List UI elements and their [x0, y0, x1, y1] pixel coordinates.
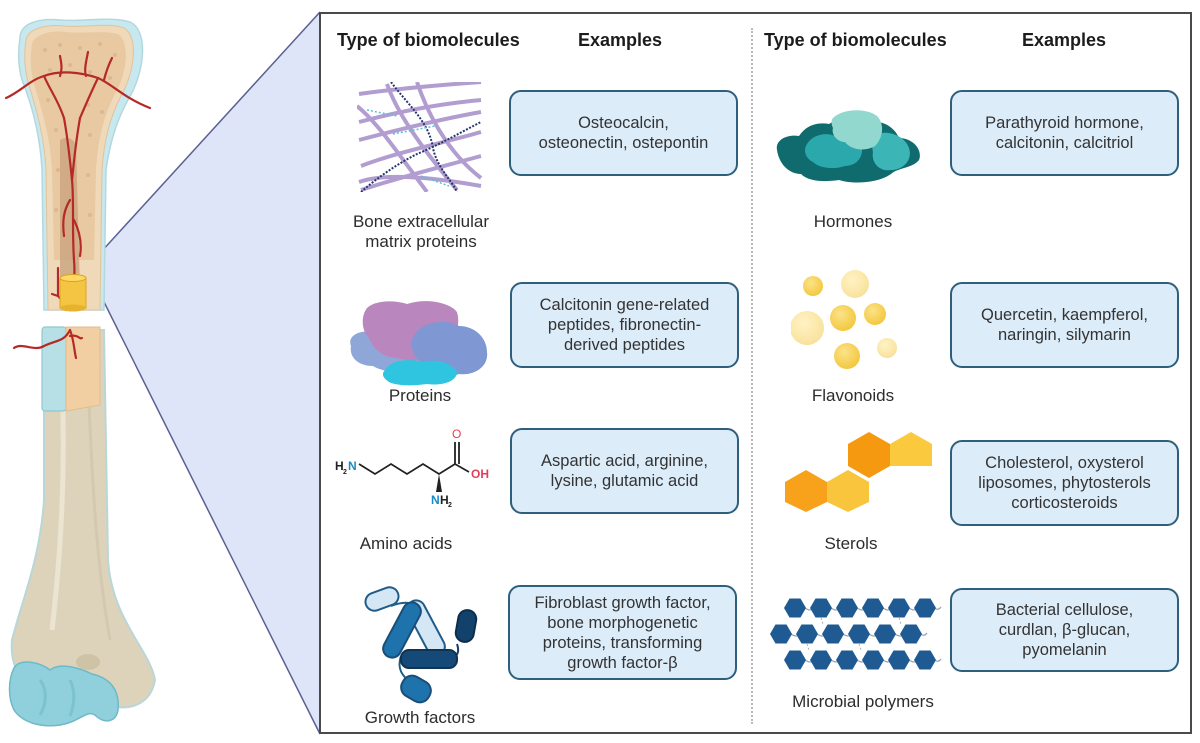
type-label-hormones: Hormones	[813, 212, 893, 231]
collagen-fibers-icon	[357, 82, 483, 192]
right-examples-header: Examples	[1022, 30, 1107, 50]
examples-box-amino-acids: Aspartic acid, arginine, lysine, glutami…	[510, 428, 739, 514]
biomolecule-panel: Type of biomolecules Examples Type of bi…	[319, 12, 1192, 734]
sugar-unit-hexagon	[874, 624, 896, 644]
chem-label-nh2: N	[431, 493, 440, 507]
sugar-unit-hexagon	[900, 624, 922, 644]
sugar-unit-hexagon	[770, 624, 792, 644]
type-label-amino-acids: Amino acids	[359, 534, 453, 553]
bone-sample-cylinder	[59, 274, 87, 312]
protein-complex-icon	[345, 296, 495, 386]
polysaccharide-chain-icon	[769, 594, 949, 674]
sugar-unit-hexagon	[914, 598, 936, 618]
sugar-unit-hexagon	[914, 650, 936, 670]
growth-factor-icon	[361, 586, 501, 706]
examples-box-growth-factors: Fibroblast growth factor, bone morphogen…	[508, 585, 737, 680]
sugar-unit-hexagon	[836, 598, 858, 618]
lysine-structure-icon: H 2 N O OH N H 2	[335, 428, 505, 508]
type-label-ecm-proteins: Bone extracellular matrix proteins	[352, 212, 490, 251]
right-type-header: Type of biomolecules	[764, 30, 947, 50]
type-label-proteins: Proteins	[388, 386, 452, 405]
svg-text:2: 2	[343, 469, 347, 476]
examples-box-hormones: Parathyroid hormone, calcitonin, calcitr…	[950, 90, 1179, 176]
sugar-unit-hexagon	[848, 624, 870, 644]
hormone-protein-icon	[773, 94, 929, 190]
bone-illustration	[4, 18, 157, 727]
svg-text:2: 2	[448, 502, 452, 508]
chem-label-o: O	[452, 428, 461, 441]
examples-box-microbial-polymers: Bacterial cellulose, curdlan, β-glucan, …	[950, 588, 1179, 672]
type-label-microbial-polymers: Microbial polymers	[792, 692, 934, 711]
chem-label-oh: OH	[471, 467, 489, 481]
sugar-unit-hexagon	[784, 598, 806, 618]
svg-text:H: H	[440, 493, 449, 507]
left-examples-header: Examples	[578, 30, 663, 50]
examples-box-ecm-proteins: Osteocalcin, osteonectin, ostepontin	[509, 90, 738, 176]
sugar-unit-hexagon	[888, 650, 910, 670]
sugar-unit-hexagon	[888, 598, 910, 618]
type-label-growth-factors: Growth factors	[364, 708, 476, 727]
distal-cartilage	[8, 661, 119, 727]
examples-box-sterols: Cholesterol, oxysterol liposomes, phytos…	[950, 440, 1179, 526]
sugar-unit-hexagon	[810, 598, 832, 618]
column-divider	[751, 28, 753, 724]
sugar-unit-hexagon	[822, 624, 844, 644]
type-label-sterols: Sterols	[824, 534, 878, 553]
left-type-header: Type of biomolecules	[337, 30, 520, 50]
sterol-rings-icon	[781, 426, 941, 512]
bone-head	[17, 18, 144, 311]
zoom-wedge	[100, 11, 321, 735]
examples-box-flavonoids: Quercetin, kaempferol, naringin, silymar…	[950, 282, 1179, 368]
sugar-unit-hexagon	[784, 650, 806, 670]
flavonoid-droplets-icon	[791, 270, 911, 370]
periosteum	[41, 326, 101, 412]
sugar-unit-hexagon	[862, 650, 884, 670]
svg-text:N: N	[348, 459, 357, 473]
sugar-unit-hexagon	[796, 624, 818, 644]
type-label-flavonoids: Flavonoids	[811, 386, 895, 405]
sugar-unit-hexagon	[810, 650, 832, 670]
examples-box-proteins: Calcitonin gene-related peptides, fibron…	[510, 282, 739, 368]
sugar-unit-hexagon	[836, 650, 858, 670]
chem-label-h2n: H	[335, 459, 344, 473]
sugar-unit-hexagon	[862, 598, 884, 618]
